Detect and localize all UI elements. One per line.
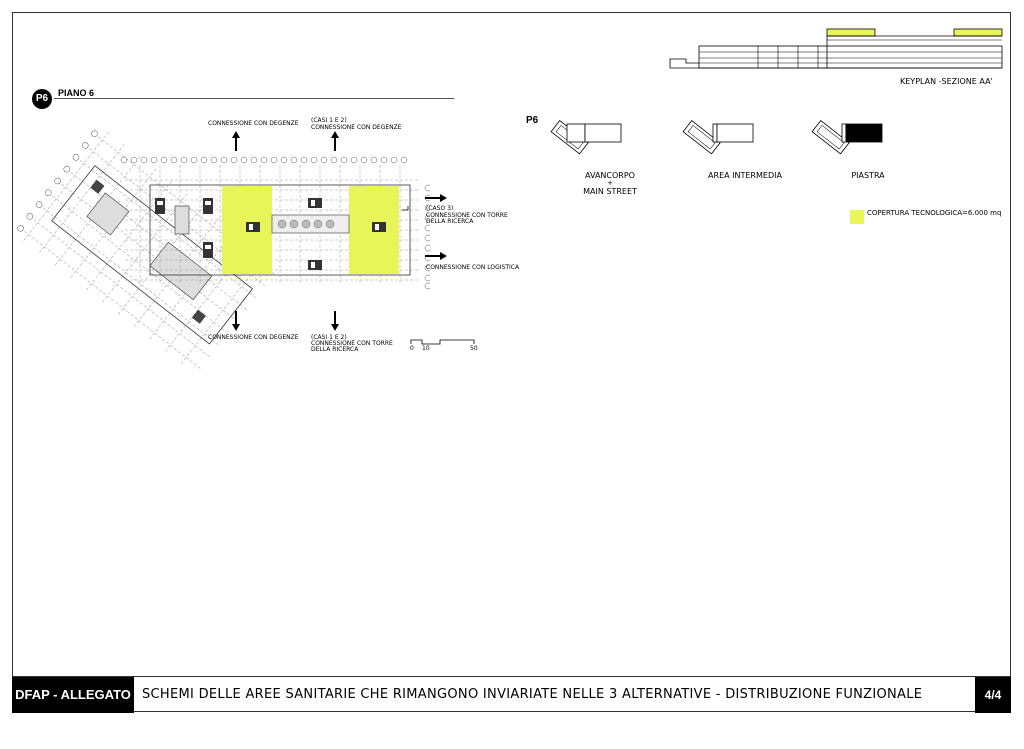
keyplan-section [669, 28, 1003, 69]
label-right-upper-3: DELLA RICERCA [426, 218, 474, 225]
scheme-area-intermedia [682, 120, 754, 155]
schemes-label: P6 [526, 115, 539, 126]
footer-page-number: 4/4 [975, 677, 1011, 713]
scheme-area-intermedia-label: AREA INTERMEDIA [708, 171, 782, 180]
arrow-down-right-icon [331, 311, 339, 331]
footer-title: SCHEMI DELLE AREE SANITARIE CHE RIMANGON… [142, 687, 923, 702]
scale-bar [410, 339, 475, 345]
arrow-right-upper-icon [425, 194, 447, 202]
label-right-lower: CONNESSIONE CON LOGISTICA [426, 264, 520, 271]
scheme-avancorpo [550, 120, 622, 155]
footer-document-id: DFAP - ALLEGATO 2 [12, 677, 134, 738]
scheme-avancorpo-label-3: MAIN STREET [583, 187, 637, 196]
arrow-up-left-icon [232, 131, 240, 151]
label-bottom-left: CONNESSIONE CON DEGENZE [208, 334, 299, 341]
scheme-avancorpo-label-2: + [607, 179, 613, 187]
label-bottom-right-3: DELLA RICERCA [311, 346, 359, 353]
arrow-up-right-icon [331, 131, 339, 151]
label-right-upper-2: CONNESSIONE CON TORRE [426, 212, 508, 219]
sheet-frame [12, 12, 1011, 712]
scale-tick-50: 50 [470, 345, 478, 352]
label-top-right-2: CONNESSIONE CON DEGENZE [311, 124, 402, 131]
scheme-avancorpo-label-1: AVANCORPO [585, 171, 635, 180]
label-top-right-1: (CASI 1 E 2) [311, 117, 347, 124]
label-bottom-right-2: CONNESSIONE CON TORRE [311, 340, 393, 347]
floor-plan [17, 130, 430, 371]
label-top-left: CONNESSIONE CON DEGENZE [208, 120, 299, 127]
legend-swatch-copertura [850, 210, 864, 224]
keyplan-label: KEYPLAN -SEZIONE AA' [900, 77, 993, 86]
legend-label: COPERTURA TECNOLOGICA=6.000 mq [867, 209, 1002, 217]
scheme-piastra-label: PIASTRA [851, 171, 885, 180]
floor-title-rule [54, 98, 454, 99]
scheme-piastra [811, 120, 883, 155]
floor-title: PIANO 6 [58, 88, 95, 98]
scale-tick-0: 0 [410, 345, 414, 352]
arrow-right-lower-icon [425, 252, 447, 260]
arrow-down-left-icon [232, 311, 240, 331]
label-right-upper-1: (CASO 3) [426, 205, 454, 212]
scale-tick-10: 10 [422, 345, 430, 352]
footer-bar: DFAP - ALLEGATO 2 SCHEMI DELLE AREE SANI… [12, 676, 1011, 738]
floor-badge: P6 [32, 89, 52, 109]
label-bottom-right-1: (CASI 1 E 2) [311, 334, 347, 341]
